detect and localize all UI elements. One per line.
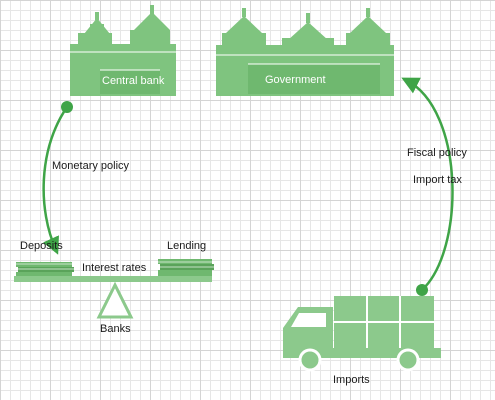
imports-label: Imports [333,374,370,386]
monetary-policy-label: Monetary policy [52,160,130,172]
government-label: Government [265,74,326,86]
interest-rates-label: Interest rates [82,262,147,274]
banks-balance-scale-icon [14,259,214,319]
central-bank-building-icon [70,5,176,96]
lending-label: Lending [167,240,207,252]
fiscal-policy-label: Fiscal policy [407,147,467,159]
central-bank-label: Central bank [102,75,165,87]
deposits-money-stack-icon [16,262,74,276]
import-tax-label: Import tax [413,174,462,186]
banks-label: Banks [100,323,131,335]
deposits-label: Deposits [20,240,63,252]
fiscal-policy-arrow [401,77,454,296]
imports-truck-icon [283,296,441,372]
government-building-icon [216,8,394,96]
monetary-policy-arrow [42,101,73,255]
lending-money-stack-icon [158,259,214,276]
